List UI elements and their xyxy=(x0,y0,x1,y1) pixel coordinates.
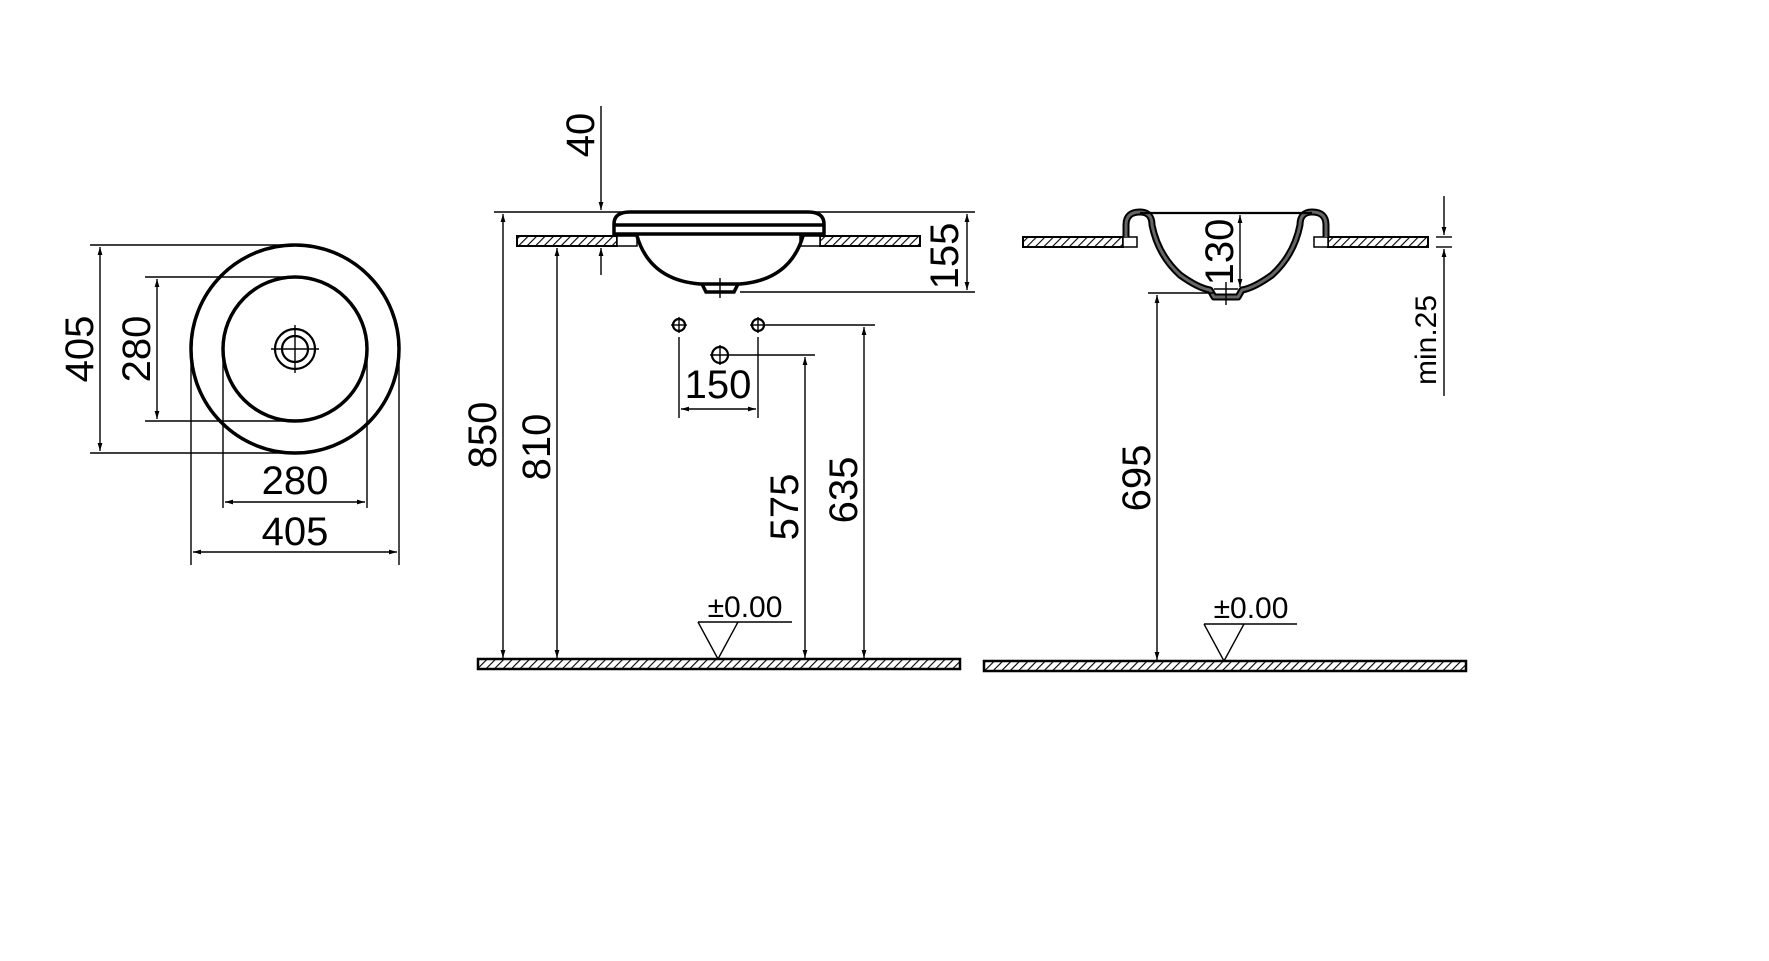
label-floor-level-side: ±0.00 xyxy=(1214,592,1289,625)
countertop-right xyxy=(819,235,921,247)
label-40: 40 xyxy=(559,113,603,158)
label-floor-level-front: ±0.00 xyxy=(708,591,783,624)
basin-bowl xyxy=(635,235,805,286)
label-130: 130 xyxy=(1198,219,1242,286)
floor-side xyxy=(982,659,1468,673)
plan-view: 405 280 280 405 xyxy=(58,243,401,565)
countertop-right-section xyxy=(1327,236,1429,248)
label-min25: min.25 xyxy=(1410,295,1443,385)
countertop-left-section xyxy=(1022,236,1124,248)
label-405-horizontal: 405 xyxy=(262,510,329,554)
waste-hole xyxy=(710,345,730,365)
label-155: 155 xyxy=(923,223,967,290)
tap-hole-left xyxy=(671,317,687,333)
label-695: 695 xyxy=(1115,445,1159,512)
floor-front xyxy=(476,657,962,671)
side-section-view: 130 min.25 695 ±0.00 xyxy=(982,196,1468,673)
countertop-left xyxy=(516,235,618,247)
label-810: 810 xyxy=(515,414,559,481)
label-850: 850 xyxy=(461,402,505,469)
label-280-vertical: 280 xyxy=(115,316,159,383)
basin-rim xyxy=(612,210,826,236)
label-635: 635 xyxy=(822,457,866,524)
label-150: 150 xyxy=(685,363,752,407)
front-view: 40 155 850 810 xyxy=(461,106,975,671)
level-triangle-icon xyxy=(697,621,739,661)
tap-hole-right xyxy=(750,317,766,333)
label-280-horizontal: 280 xyxy=(262,459,329,503)
level-triangle-icon xyxy=(1203,623,1245,663)
label-405-vertical: 405 xyxy=(58,316,102,383)
label-575: 575 xyxy=(763,474,807,541)
